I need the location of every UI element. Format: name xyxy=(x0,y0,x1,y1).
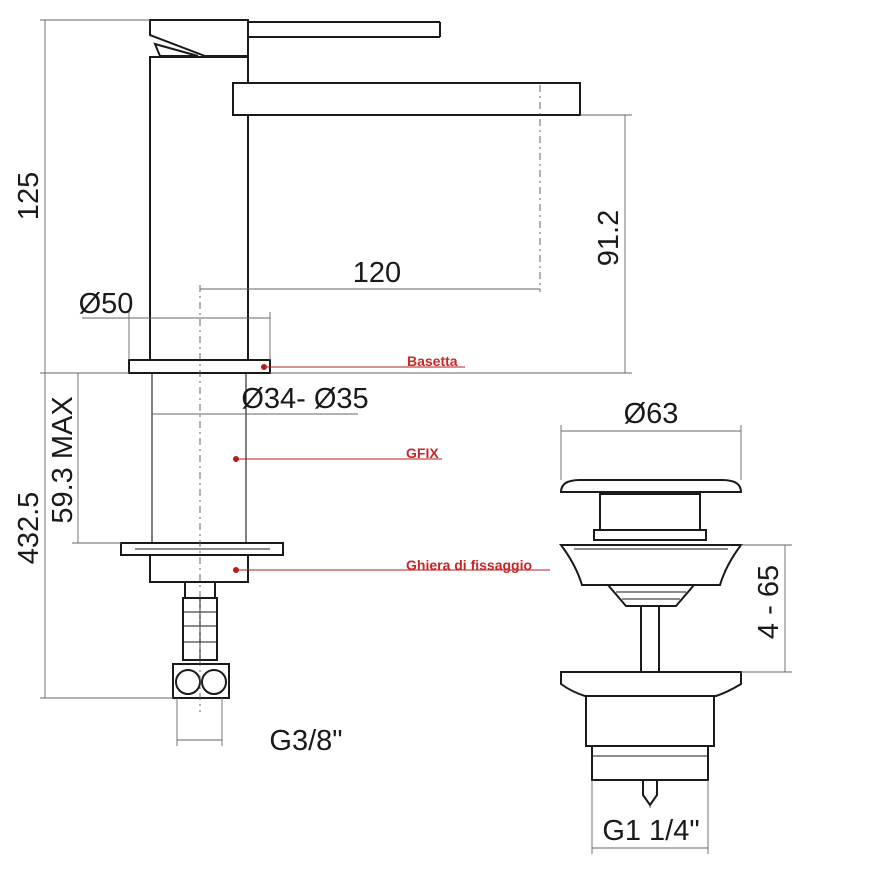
dimension-lines xyxy=(40,19,632,746)
base-plate xyxy=(128,359,271,374)
label-fixing: GFIX xyxy=(406,445,439,461)
dim-plug-diameter: Ø63 xyxy=(624,398,679,430)
dim-max-thickness: 59.3 MAX xyxy=(47,396,79,523)
dim-plug-thickness: 4 - 65 xyxy=(753,565,785,639)
dim-hose-length: 432.5 xyxy=(13,492,45,565)
spout xyxy=(232,82,581,116)
dim-base-diameter: Ø50 xyxy=(79,288,134,320)
waste-plug xyxy=(559,479,743,807)
waste-body xyxy=(560,671,742,697)
waste-dimension-lines xyxy=(560,425,792,854)
dim-hole-diameter: Ø34- Ø35 xyxy=(241,383,368,415)
plug-flange xyxy=(559,544,743,586)
plug-cap xyxy=(559,479,743,493)
tap-column xyxy=(149,56,249,361)
part-leaders xyxy=(233,364,550,573)
dim-connection: G3/8" xyxy=(269,725,342,757)
tap-body xyxy=(120,19,581,699)
dim-spout-height: 91.2 xyxy=(593,210,625,266)
label-base: Basetta xyxy=(407,353,458,369)
dim-spout-reach: 120 xyxy=(353,257,401,289)
dim-waste-thread: G1 1/4" xyxy=(602,815,699,847)
label-nut: Ghiera di fissaggio xyxy=(406,557,532,573)
dim-height-total: 125 xyxy=(13,172,45,220)
